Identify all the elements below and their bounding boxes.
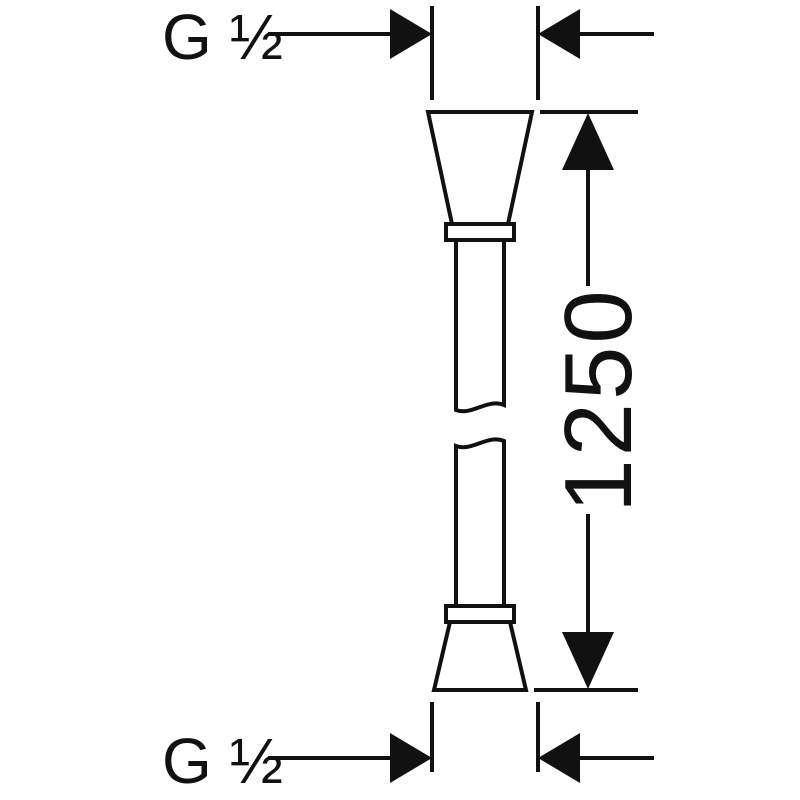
hose-top-collar xyxy=(444,222,516,242)
top-dim-arrow-left-icon xyxy=(538,9,580,59)
bottom-dim-arrow-right-icon xyxy=(390,733,432,783)
length-dim-arrow-up-icon xyxy=(562,113,614,170)
bottom-thread-label: G ½ xyxy=(162,725,283,797)
hose-upper-tube xyxy=(454,234,506,414)
hose-length-label: 1250 xyxy=(545,287,652,513)
length-dim-arrow-down-icon xyxy=(562,632,614,689)
top-thread-dimension: G ½ xyxy=(162,1,654,100)
top-thread-label: G ½ xyxy=(162,1,283,73)
hose-top-conical-nut xyxy=(425,110,535,226)
hose-length-dimension: 1250 xyxy=(534,110,652,692)
hose-body xyxy=(425,110,535,692)
hose-lower-tube xyxy=(454,437,506,610)
bottom-dim-arrow-left-icon xyxy=(538,733,580,783)
top-dim-arrow-right-icon xyxy=(390,9,432,59)
bottom-thread-dimension: G ½ xyxy=(162,702,654,797)
hose-bottom-collar xyxy=(444,604,516,624)
hose-bottom-conical-nut xyxy=(431,620,529,692)
